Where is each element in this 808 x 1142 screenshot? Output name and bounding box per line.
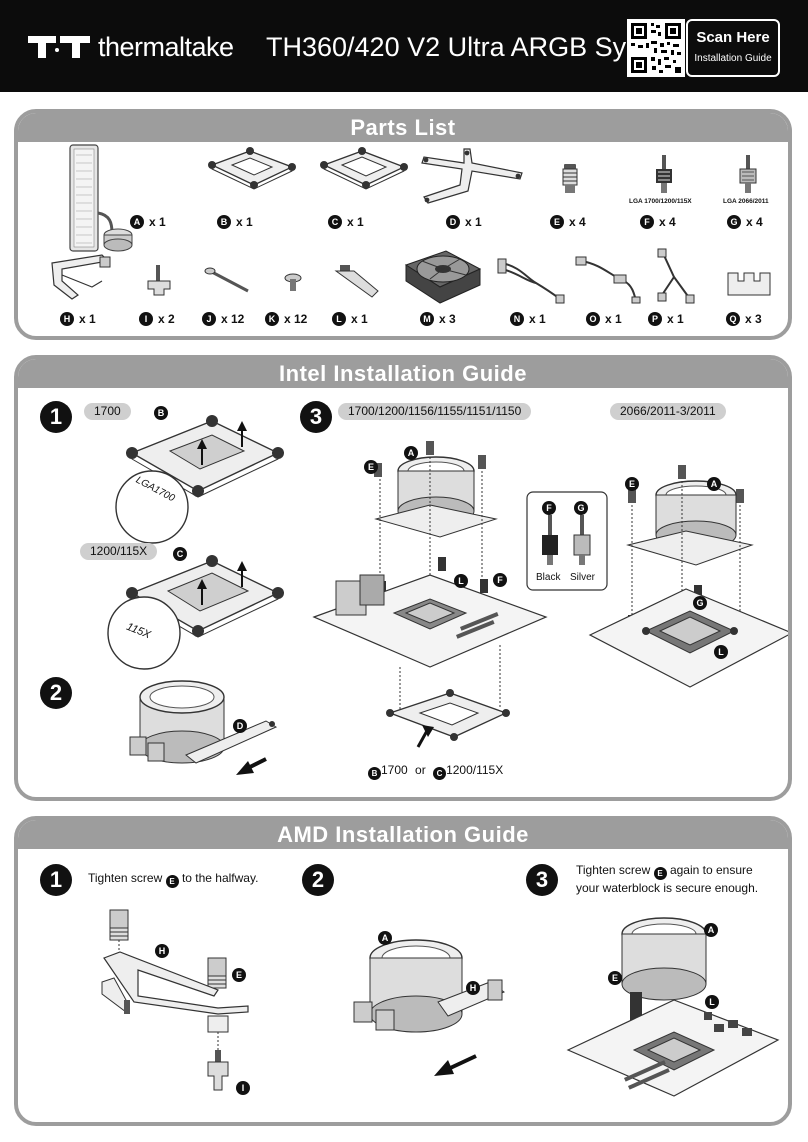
- amd-step-1-number: 1: [40, 864, 72, 896]
- amd-bracket-assembly-illustration: [101, 909, 249, 1091]
- pill-1700: 1700: [84, 403, 131, 420]
- qr-code-icon[interactable]: [627, 19, 685, 77]
- cable-n-image: [497, 258, 565, 304]
- callout-a-amd-3: A: [704, 920, 718, 938]
- intel-step-1-number: 1: [40, 401, 72, 433]
- pill-1200-115x: 1200/115X: [80, 543, 158, 560]
- backplate-115x-illustration: [107, 555, 284, 670]
- amd-step-2-number: 2: [302, 864, 334, 896]
- amd-step-1-text: Tighten screw E to the halfway.: [88, 871, 259, 888]
- fan-screw-j-image: [204, 267, 249, 293]
- backplate-1700-illustration: [115, 415, 284, 544]
- callout-e-hedt: E: [625, 474, 639, 492]
- splitter-p-image: [657, 248, 695, 304]
- header-bar: thermaltake TH360/420 V2 Ultra ARGB Sync…: [0, 0, 808, 92]
- callout-e-amd-1: E: [232, 965, 246, 983]
- backplate-b-image: [208, 147, 296, 190]
- callout-h-amd-1: H: [155, 941, 169, 959]
- callout-l-amd-3: L: [705, 992, 719, 1010]
- intel-step-3-number: 3: [300, 401, 332, 433]
- standoff-f-image: [656, 155, 672, 193]
- socket-note-f: LGA 1700/1200/115X: [629, 198, 692, 205]
- product-title: TH360/420 V2 Ultra ARGB Sync: [266, 32, 655, 62]
- radiator-image: [69, 144, 133, 252]
- callout-a-hedt: A: [707, 474, 721, 492]
- fan-m-image: [404, 250, 482, 304]
- cable-o-image: [575, 256, 641, 304]
- amd-final-assembly-illustration: [566, 917, 780, 1097]
- callout-l-hedt: L: [714, 642, 728, 660]
- scan-title: Scan Here: [696, 29, 770, 46]
- intel-guide-panel: Intel Installation Guide 1 1700 B L G A 170…: [14, 355, 792, 801]
- scan-here-box[interactable]: Scan Here Installation Guide: [686, 19, 780, 77]
- cable-clip-q-image: [727, 272, 771, 296]
- amd-bracket-h-image: [51, 254, 111, 300]
- callout-i-amd-1: I: [236, 1078, 250, 1096]
- callout-e-intel: E: [364, 457, 378, 475]
- intel-2066-assembly-illustration: [588, 465, 788, 688]
- pill-intel-sockets: 1700/1200/1156/1155/1151/1150: [338, 403, 532, 420]
- socket-note-g: LGA 2066/2011: [723, 198, 769, 205]
- callout-a-intel: A: [404, 443, 418, 461]
- callout-l-intel: L: [454, 571, 468, 589]
- amd-pump-illustration: [353, 939, 506, 1076]
- backplate-c-image: [320, 147, 408, 190]
- standoff-g-image: [739, 155, 757, 193]
- callout-h-amd-2: H: [466, 978, 480, 996]
- thermaltake-logo-icon: [28, 36, 90, 58]
- intel-1700-assembly-illustration: [312, 441, 548, 748]
- pill-hedt-sockets: 2066/2011-3/2011: [610, 403, 726, 420]
- standoff-comparison-box: [526, 491, 608, 591]
- amd-guide-title: AMD Installation Guide: [18, 820, 788, 849]
- thermal-paste-l-image: [334, 265, 379, 298]
- pump-bracket-illustration: [129, 680, 278, 775]
- bracket-d-image: [421, 148, 523, 204]
- amd-step-3-number: 3: [526, 864, 558, 896]
- label-silver: Silver: [570, 572, 596, 583]
- callout-e-amd-3: E: [608, 968, 622, 986]
- intel-step-2-number: 2: [40, 677, 72, 709]
- callout-b: B: [154, 403, 168, 421]
- radiator-screw-k-image: [284, 273, 302, 291]
- callout-a-amd-2: A: [378, 928, 392, 946]
- callout-f-intel: F: [493, 570, 507, 588]
- scan-subtitle: Installation Guide: [694, 53, 772, 64]
- label-black: Black: [536, 572, 561, 583]
- callout-g-hedt: G: [693, 593, 707, 611]
- spring-nut-e-image: [562, 164, 578, 193]
- callout-c: C: [173, 544, 187, 562]
- clip-i-image: [147, 265, 171, 296]
- callout-d: D: [233, 716, 247, 734]
- brand-name: thermaltake: [98, 32, 234, 62]
- amd-guide-panel: AMD Installation Guide 1 Tighten screw E…: [14, 816, 792, 1126]
- amd-step-3-text: Tighten screw E again to ensure your wat…: [576, 863, 759, 895]
- callout-g-compare: G: [574, 498, 588, 516]
- parts-list-title: Parts List: [18, 113, 788, 142]
- intel-guide-title: Intel Installation Guide: [18, 359, 788, 388]
- callout-f-compare: F: [542, 498, 556, 516]
